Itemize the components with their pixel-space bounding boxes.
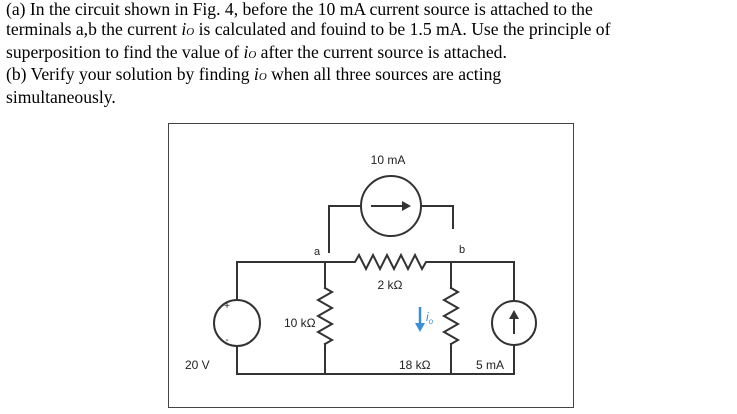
label-5ma: 5 mA	[476, 358, 504, 372]
plus-sign: +	[224, 301, 230, 312]
label-20v: 20 V	[185, 358, 210, 372]
minus-sign: -	[225, 335, 228, 346]
resistor-2k	[324, 252, 452, 272]
resistor-10k	[315, 286, 335, 346]
label-10k: 10 kΩ	[284, 316, 316, 330]
node-a-label: a	[314, 246, 321, 258]
wire-10ma-left	[328, 205, 362, 253]
node-b-label: b	[459, 244, 465, 256]
part-b-line-2: simultaneously.	[6, 87, 116, 108]
label-10ma: 10 mA	[371, 153, 406, 167]
part-a-line-1: (a) In the circuit shown in Fig. 4, befo…	[6, 0, 593, 19]
label-2k: 2 kΩ	[378, 278, 403, 292]
part-b-line-1: (b) Verify your solution by finding iO w…	[6, 64, 502, 85]
problem-statement: (a) In the circuit shown in Fig. 4, befo…	[6, 0, 734, 108]
resistor-18k	[441, 286, 461, 346]
wire-10ma-right	[420, 205, 454, 229]
label-18k: 18 kΩ	[399, 358, 431, 372]
part-a-line-2: terminals a,b the current iO is calculat…	[6, 18, 611, 39]
arrow-up-icon	[509, 310, 519, 319]
label-io: io	[426, 310, 434, 326]
voltage-source-20v	[213, 299, 261, 347]
circuit-diagram: 10 mA a b 2 kΩ 10 kΩ 18 kΩ 20 V + - 5 mA…	[185, 153, 537, 375]
part-a-line-3: superposition to find the value of iO af…	[6, 41, 507, 62]
wire-top-right	[450, 261, 515, 305]
circuit-figure: 10 mA a b 2 kΩ 10 kΩ 18 kΩ 20 V + - 5 mA…	[168, 123, 574, 408]
arrow-right-icon	[402, 201, 411, 211]
arrow-down-icon	[415, 323, 425, 332]
